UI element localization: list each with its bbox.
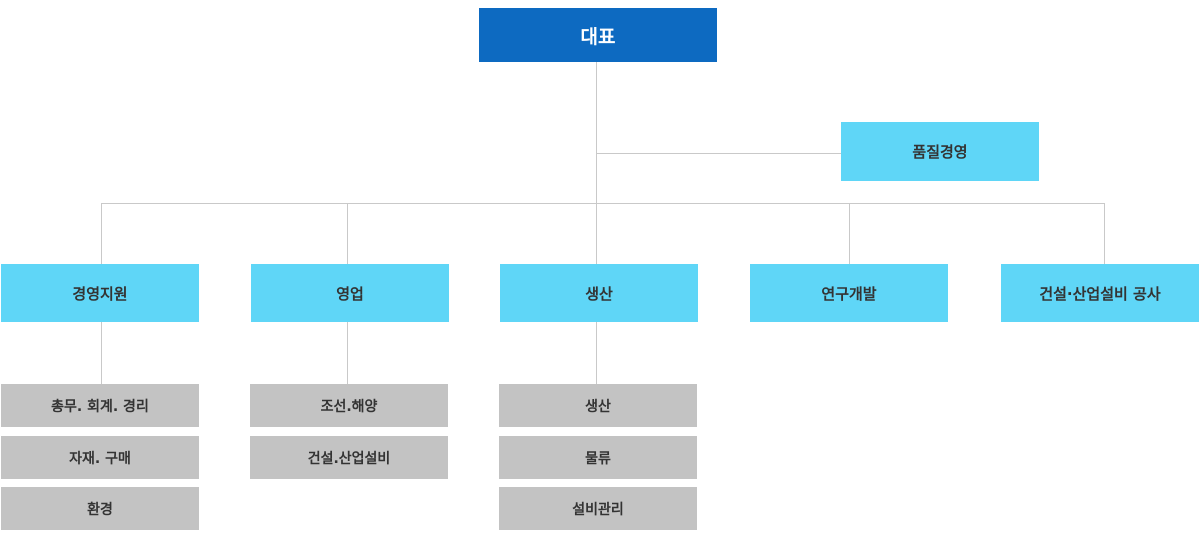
- team-box-shipbuilding-marine: 조선.해양: [250, 384, 448, 427]
- connector-department-bus: [101, 203, 1105, 204]
- team-box-logistics: 물류: [499, 436, 697, 479]
- department-box-sales: 영업: [251, 264, 449, 322]
- connector-dept-3: [596, 203, 597, 264]
- connector-teams-2: [347, 322, 348, 384]
- ceo-box: 대표: [479, 8, 717, 62]
- connector-dept-4: [849, 203, 850, 264]
- team-box-materials-purchasing: 자재. 구매: [1, 436, 199, 479]
- connector-staff-branch: [596, 153, 841, 154]
- connector-teams-3: [596, 322, 597, 384]
- team-box-environment: 환경: [1, 487, 199, 530]
- team-box-production: 생산: [499, 384, 697, 427]
- department-box-research-development: 연구개발: [750, 264, 948, 322]
- department-box-production: 생산: [500, 264, 698, 322]
- team-box-construction-plant: 건설.산업설비: [250, 436, 448, 479]
- team-box-general-accounting: 총무. 회계. 경리: [1, 384, 199, 427]
- quality-management-box: 품질경영: [841, 122, 1039, 181]
- department-box-construction: 건설·산업설비 공사: [1001, 264, 1199, 322]
- connector-dept-5: [1104, 203, 1105, 264]
- team-box-facility-management: 설비관리: [499, 487, 697, 530]
- connector-ceo-trunk: [596, 62, 597, 203]
- connector-dept-1: [101, 203, 102, 264]
- connector-teams-1: [101, 322, 102, 384]
- department-box-management-support: 경영지원: [1, 264, 199, 322]
- connector-dept-2: [347, 203, 348, 264]
